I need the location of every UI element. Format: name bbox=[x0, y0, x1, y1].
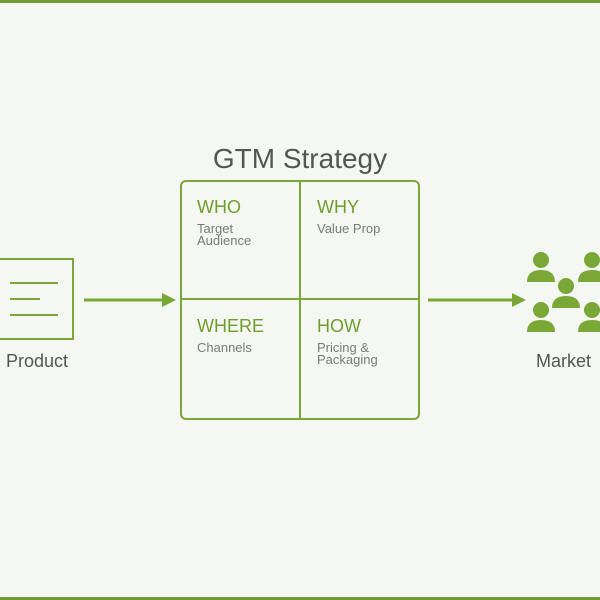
frame-top-border bbox=[0, 0, 600, 3]
input-label: Product bbox=[6, 351, 69, 371]
quadrant-who-subtitle: Target Audience bbox=[197, 221, 252, 248]
document-line bbox=[10, 298, 40, 300]
document-line bbox=[10, 282, 58, 284]
output-label: Market bbox=[536, 351, 592, 371]
quadrant-who-title: WHO bbox=[197, 197, 241, 217]
diagram-title: GTM Strategy bbox=[212, 143, 388, 174]
people-group-icon bbox=[527, 252, 600, 332]
quadrant-where-subtitle: Channels bbox=[197, 340, 252, 355]
quadrant-how-subtitle: Pricing & Packaging bbox=[317, 340, 378, 367]
document-line bbox=[10, 314, 58, 316]
quadrant-where-title: WHERE bbox=[197, 316, 264, 336]
document-icon bbox=[0, 258, 74, 340]
quadrant-why: WHY Value Prop bbox=[317, 197, 387, 235]
arrow-right-icon bbox=[84, 293, 176, 307]
quadrant-how-title: HOW bbox=[317, 316, 361, 336]
grid-divider-vertical bbox=[299, 182, 301, 418]
frame-bottom-border bbox=[0, 597, 600, 600]
quadrant-where: WHERE Channels bbox=[197, 316, 287, 354]
quadrant-who: WHO Target Audience bbox=[197, 197, 287, 247]
arrow-right-icon bbox=[428, 293, 526, 307]
quadrant-why-subtitle: Value Prop bbox=[317, 221, 381, 236]
quadrant-why-title: WHY bbox=[317, 197, 359, 217]
quadrant-how: HOW Pricing & Packaging bbox=[317, 316, 397, 366]
grid-divider-horizontal bbox=[182, 298, 418, 300]
